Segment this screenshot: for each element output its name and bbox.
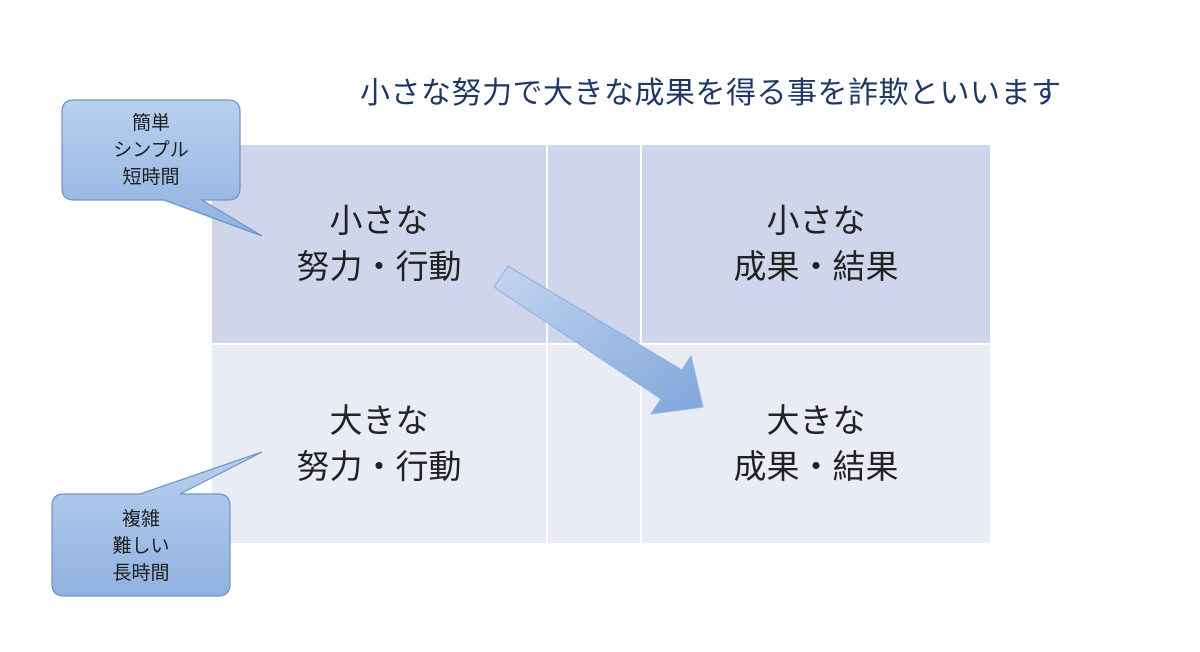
cell-line-1: 大きな xyxy=(329,401,429,440)
grid-cell-small-effort: 小さな 努力・行動 xyxy=(212,145,546,343)
callout-line: 難しい xyxy=(112,534,170,557)
callout-line: 短時間 xyxy=(122,165,180,188)
callout-line: 長時間 xyxy=(112,561,170,584)
callout-bottom-text: 複雑 難しい 長時間 xyxy=(52,496,230,596)
grid-cell-small-result: 小さな 成果・結果 xyxy=(642,145,990,343)
cell-line-1: 大きな xyxy=(766,401,866,440)
callout-line: 複雑 xyxy=(121,507,160,530)
grid-cell-empty-bottom xyxy=(548,345,640,543)
grid-cell-large-result: 大きな 成果・結果 xyxy=(642,345,990,543)
grid-cell-large-effort: 大きな 努力・行動 xyxy=(212,345,546,543)
cell-line-2: 成果・結果 xyxy=(733,447,899,486)
grid-cell-empty-top xyxy=(548,145,640,343)
callout-line: 簡単 xyxy=(131,111,170,134)
cell-line-1: 小さな xyxy=(329,201,429,240)
slide-title: 小さな努力で大きな成果を得る事を詐欺といいます xyxy=(360,76,1062,111)
cell-line-1: 小さな xyxy=(766,201,866,240)
cell-line-2: 成果・結果 xyxy=(733,247,899,286)
callout-top-text: 簡単 シンプル 短時間 xyxy=(62,100,240,200)
cell-line-2: 努力・行動 xyxy=(296,447,462,486)
cell-line-2: 努力・行動 xyxy=(296,247,462,286)
callout-line: シンプル xyxy=(113,138,189,161)
